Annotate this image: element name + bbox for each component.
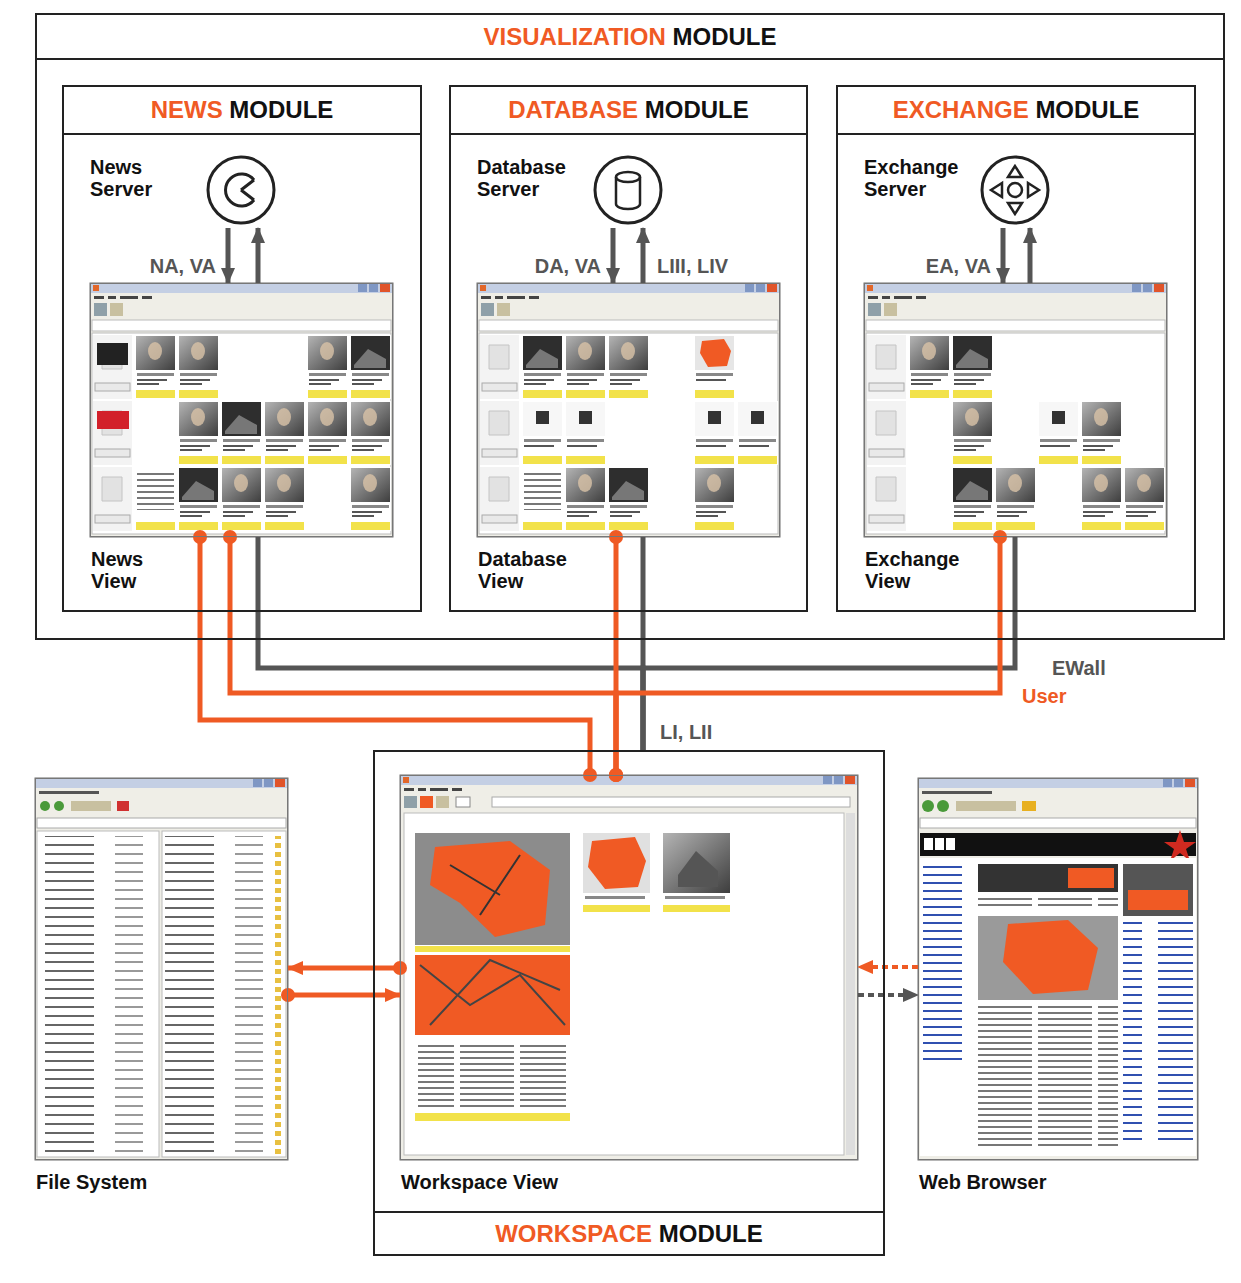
ewall-connector [1028, 228, 1033, 283]
module-name: VISUALIZATION [484, 23, 666, 51]
link-label: LI, LII [658, 720, 714, 744]
module-word: MODULE [645, 96, 749, 124]
module-header: EXCHANGEMODULE [838, 87, 1194, 135]
ewall-connector [1001, 228, 1006, 283]
user-connector [200, 537, 590, 775]
view-label: Web Browser [919, 1171, 1046, 1193]
view-label: File System [36, 1171, 147, 1193]
web-browser-screenshot [918, 778, 1198, 1160]
server-label: Database Server [477, 156, 589, 200]
edge-label: NA, VA [148, 254, 218, 278]
view-label: News View [91, 548, 191, 592]
edge-label: DA, VA [533, 254, 603, 278]
module-header: WORKSPACEMODULE [375, 1211, 883, 1254]
user-connector [288, 993, 400, 998]
server-label: News Server [90, 156, 202, 200]
edge-label: EA, VA [924, 254, 993, 278]
view-label: Exchange View [865, 548, 965, 592]
server-node: Database Server [475, 150, 665, 228]
module-header: NEWSMODULE [64, 87, 420, 135]
view-window: Workspace View [400, 775, 858, 1160]
module-box: VISUALIZATIONMODULENEWSMODULENews Server… [35, 13, 1225, 640]
user-connector [616, 537, 1000, 775]
server-node: Exchange Server [862, 150, 1052, 228]
ewall-connector [256, 228, 261, 283]
ewall-connector [858, 993, 918, 997]
view-window: Exchange View [864, 283, 1167, 537]
user-connector [288, 966, 400, 971]
user-connector [230, 537, 616, 775]
view-label: Database View [478, 548, 578, 592]
module-box: DATABASEMODULE Database ServerDatabase Vi… [449, 85, 808, 612]
module-name: DATABASE [508, 96, 638, 124]
view-window: Database View [477, 283, 780, 537]
module-box: WORKSPACEMODULE Workspace View [373, 750, 885, 1256]
module-box: NEWSMODULE News ServerNews View [62, 85, 422, 612]
workspace-screenshot [400, 775, 858, 1160]
ewall-connector [611, 228, 616, 283]
ewall-connector [641, 228, 646, 283]
server-node: News Server [88, 150, 278, 228]
bus-label: User [1020, 684, 1068, 708]
module-word: MODULE [659, 1220, 763, 1248]
news-server-icon [208, 157, 274, 223]
bus-label: EWall [1050, 656, 1108, 680]
edge-label: LIII, LIV [655, 254, 730, 278]
module-header: VISUALIZATIONMODULE [37, 15, 1223, 60]
database-server-icon [595, 157, 661, 223]
view-window: News View [90, 283, 393, 537]
view-window: Web Browser [918, 778, 1198, 1160]
view-label: Workspace View [401, 1171, 558, 1193]
module-word: MODULE [1035, 96, 1139, 124]
module-header: DATABASEMODULE [451, 87, 806, 135]
database-screenshot [477, 283, 780, 537]
news-screenshot [90, 283, 393, 537]
ewall-connector [643, 537, 1015, 750]
module-word: MODULE [229, 96, 333, 124]
module-name: NEWS [151, 96, 223, 124]
user-connector [858, 965, 918, 969]
module-name: WORKSPACE [495, 1220, 652, 1248]
exchange-screenshot [864, 283, 1167, 537]
module-name: EXCHANGE [893, 96, 1029, 124]
view-window: File System [35, 778, 288, 1160]
ewall-connector [226, 228, 231, 283]
server-label: Exchange Server [864, 156, 976, 200]
file-system-screenshot [35, 778, 288, 1160]
exchange-server-icon [982, 157, 1048, 223]
module-box: EXCHANGEMODULE Exchange ServerExchange Vi… [836, 85, 1196, 612]
module-word: MODULE [672, 23, 776, 51]
